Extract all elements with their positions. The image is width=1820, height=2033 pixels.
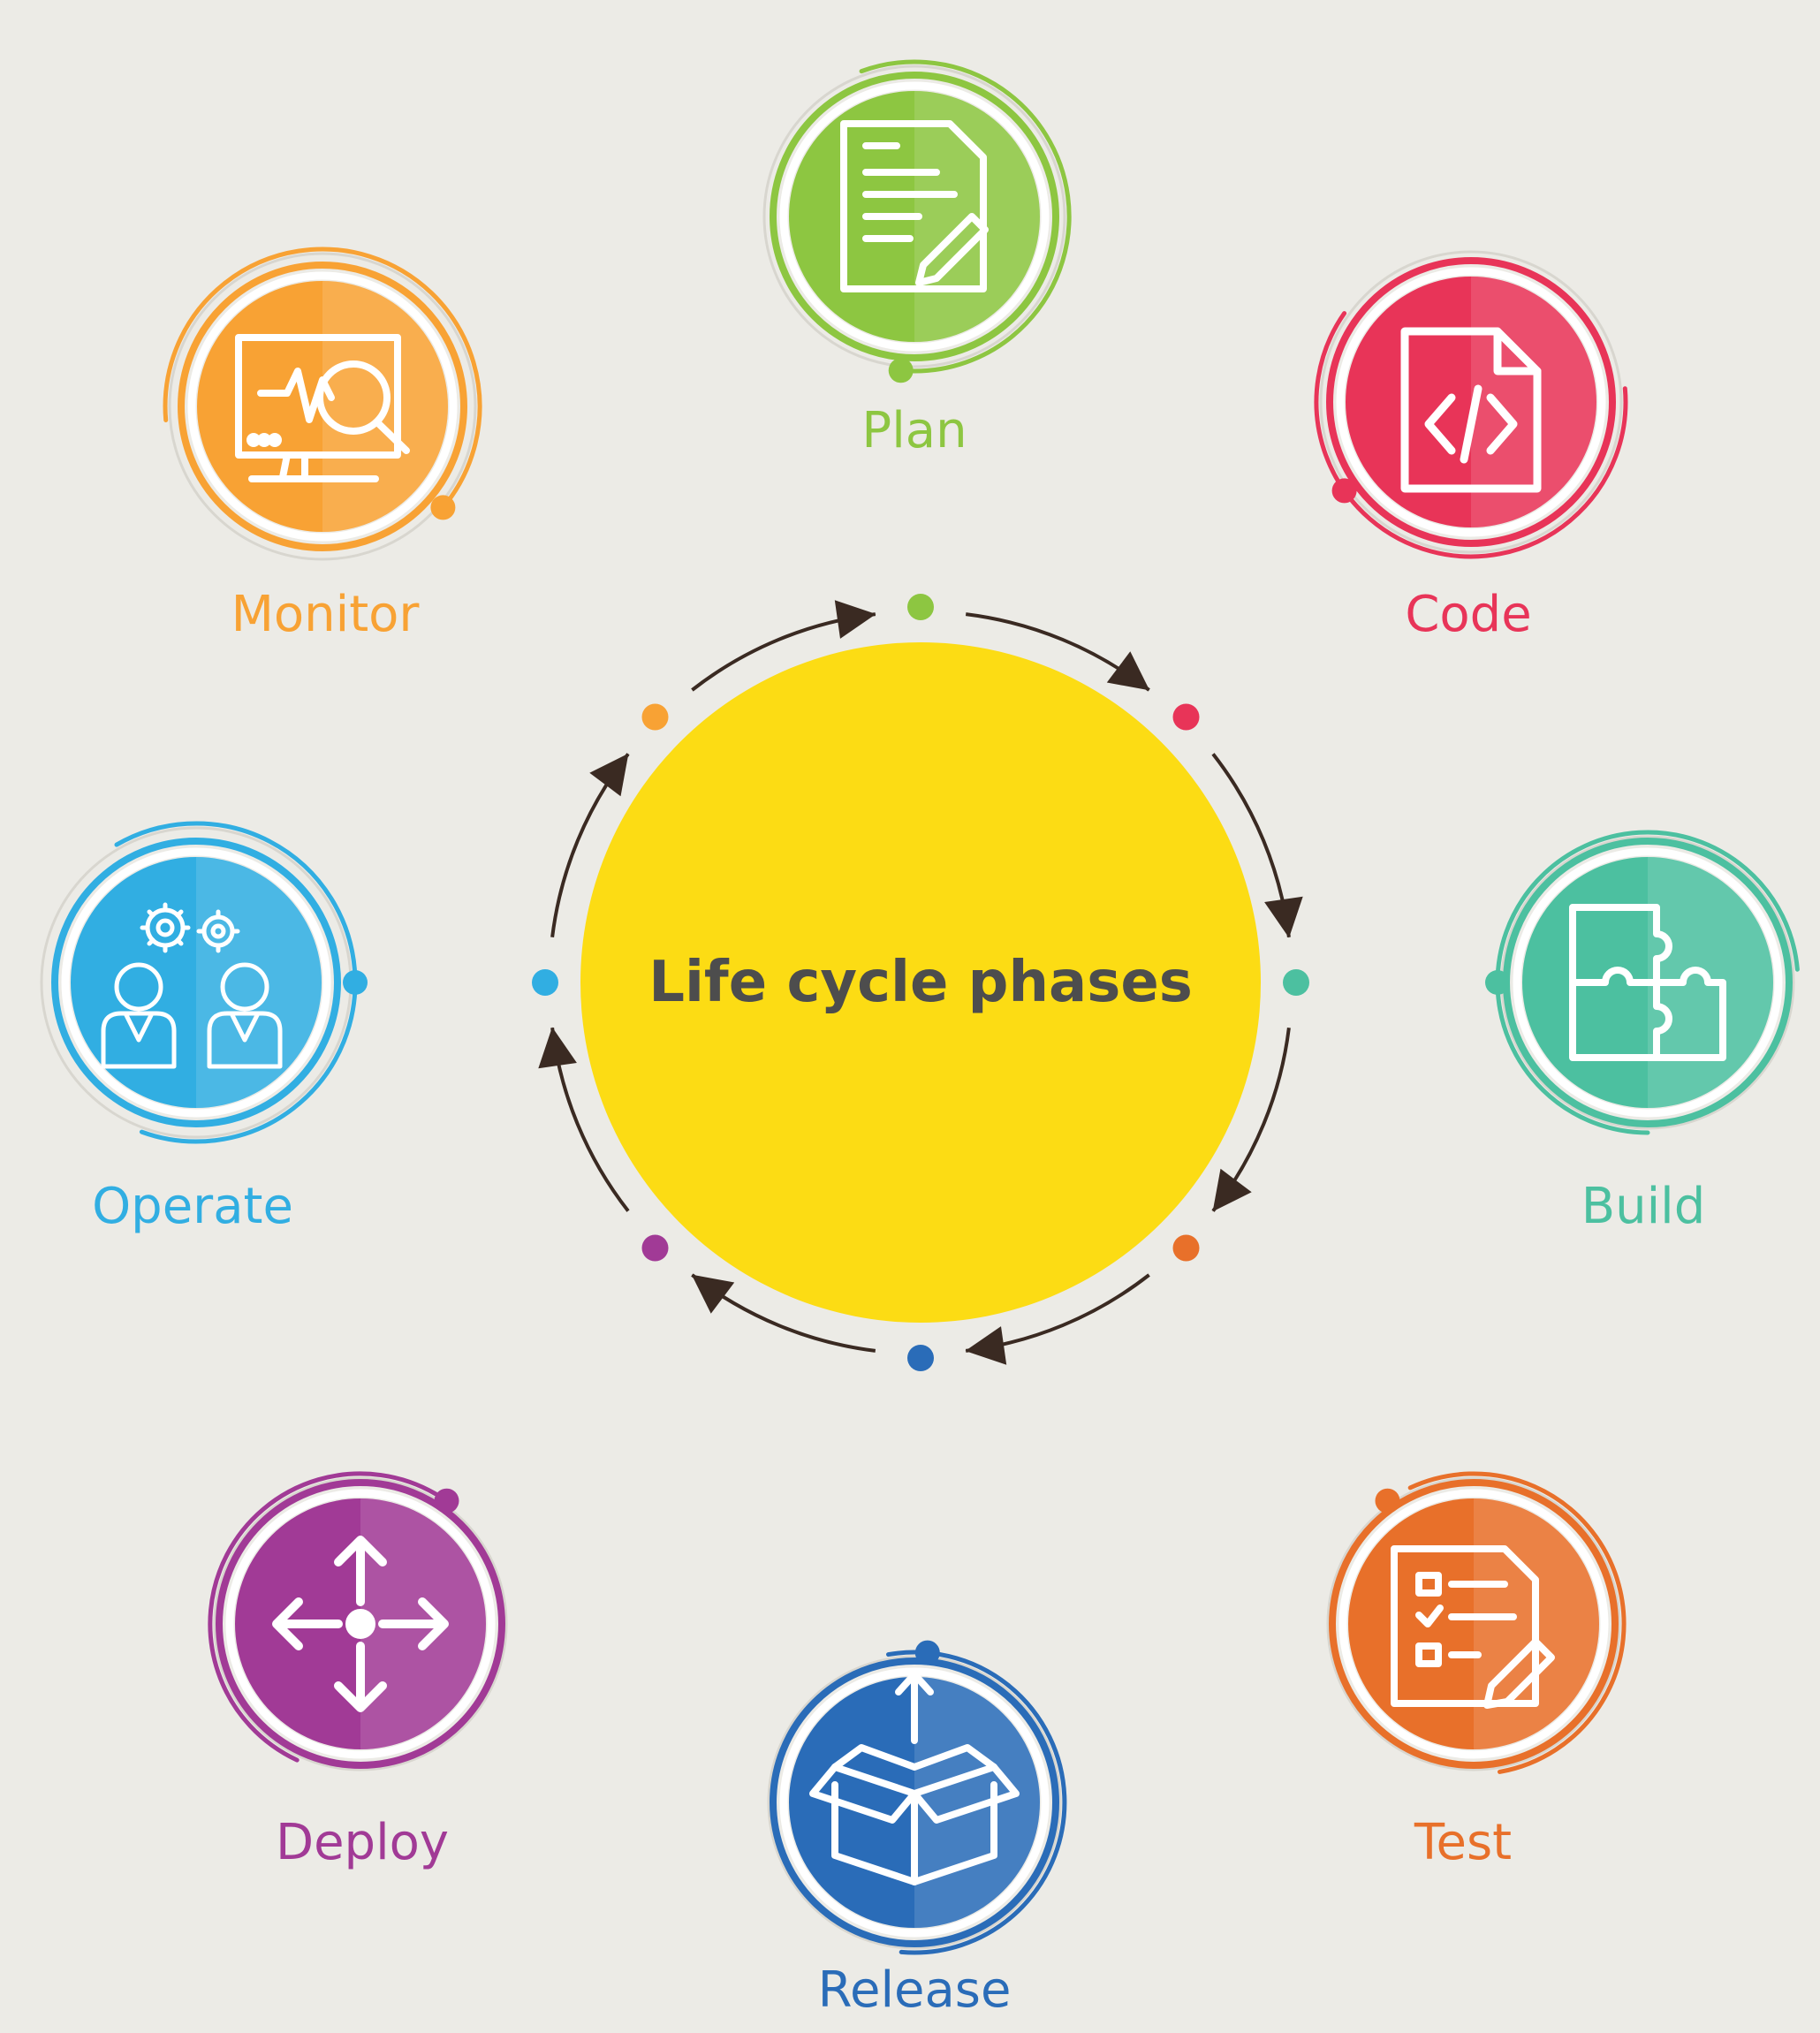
badge-inner-ring bbox=[1336, 267, 1606, 537]
badge-dot bbox=[888, 358, 914, 383]
badge-dot bbox=[1331, 478, 1357, 504]
monitor-search-icon bbox=[235, 334, 410, 482]
badge-ring-shadow bbox=[168, 252, 477, 561]
badge-inner-ring bbox=[187, 271, 458, 542]
move-arrows-icon bbox=[272, 1536, 449, 1712]
badge-dot bbox=[1375, 1488, 1400, 1513]
badge-ring bbox=[1329, 1479, 1619, 1769]
cycle-arrowhead bbox=[834, 600, 876, 639]
phase-label-code: Code bbox=[1405, 586, 1532, 643]
badge-arc bbox=[1407, 1471, 1627, 1774]
cycle-dot bbox=[641, 1234, 669, 1262]
puzzle-icon bbox=[1569, 904, 1726, 1061]
badge-highlight bbox=[914, 91, 1040, 342]
phase-monitor bbox=[163, 247, 482, 561]
badge-ring bbox=[216, 1479, 505, 1769]
cycle-dot bbox=[1172, 703, 1200, 731]
badge-dot bbox=[430, 495, 456, 520]
badge-highlight bbox=[914, 1677, 1040, 1928]
phase-label-operate: Operate bbox=[92, 1178, 293, 1235]
badge-ring-shadow bbox=[767, 1655, 1062, 1950]
open-box-icon bbox=[809, 1671, 1020, 1885]
center-circle bbox=[580, 642, 1261, 1323]
badge-inner-ring bbox=[225, 1489, 496, 1759]
badge-arc bbox=[1314, 311, 1628, 559]
cycle-arrows bbox=[538, 600, 1303, 1365]
badge-inner-ring bbox=[779, 81, 1050, 352]
badge-arc bbox=[1495, 830, 1800, 1135]
cycle-arrowhead bbox=[691, 1274, 735, 1314]
cycle-arrowhead bbox=[1212, 1168, 1252, 1212]
cycle-arrowhead bbox=[538, 1027, 577, 1069]
badge-inner-ring bbox=[1338, 1489, 1609, 1759]
cycle-dot bbox=[1172, 1234, 1200, 1262]
cycle-dot bbox=[907, 594, 934, 620]
phase-label-release: Release bbox=[817, 1961, 1012, 2019]
badge-ring bbox=[1326, 257, 1616, 547]
badge-ring-shadow bbox=[762, 64, 1066, 368]
badge-ring bbox=[770, 1658, 1059, 1947]
badge-arc bbox=[163, 247, 482, 510]
badge-ring-shadow bbox=[1326, 1476, 1621, 1771]
cycle-dots bbox=[532, 594, 1309, 1371]
badge-arc bbox=[114, 821, 358, 1144]
phase-test bbox=[1326, 1471, 1627, 1774]
phase-release bbox=[767, 1640, 1067, 1955]
cycle-arrowhead bbox=[589, 753, 629, 797]
phase-label-plan: Plan bbox=[861, 402, 967, 459]
phase-label-monitor: Monitor bbox=[231, 586, 420, 643]
badge-ring-shadow bbox=[1319, 250, 1623, 554]
phase-operate bbox=[40, 821, 368, 1144]
code-file-icon bbox=[1400, 327, 1542, 493]
badge-arc bbox=[886, 1650, 1067, 1955]
phase-code bbox=[1314, 250, 1628, 559]
badge-inner-ring bbox=[1513, 847, 1783, 1118]
cycle-dot bbox=[907, 1345, 934, 1371]
checklist-icon bbox=[1391, 1545, 1555, 1709]
badge-dot bbox=[343, 970, 368, 995]
diagram-title: Life cycle phases bbox=[648, 950, 1193, 1015]
phase-label-test: Test bbox=[1414, 1814, 1513, 1871]
badge-arc bbox=[859, 59, 1072, 374]
badge-ring-shadow bbox=[213, 1476, 508, 1771]
cycle-arrowhead bbox=[1264, 896, 1303, 938]
phase-deploy bbox=[208, 1471, 508, 1771]
badge-dot bbox=[1485, 970, 1510, 995]
cycle-arrowhead bbox=[1106, 651, 1150, 691]
cycle-dot bbox=[532, 969, 558, 996]
phase-label-deploy: Deploy bbox=[275, 1814, 450, 1871]
badge-ring bbox=[51, 838, 341, 1127]
cycle-dot bbox=[1283, 969, 1309, 996]
phase-label-build: Build bbox=[1581, 1178, 1706, 1235]
cycle-arrowhead bbox=[965, 1326, 1007, 1365]
cycle-dot bbox=[641, 703, 669, 731]
team-gears-icon bbox=[101, 902, 283, 1069]
badge-dot bbox=[914, 1640, 940, 1665]
badge-arc bbox=[208, 1471, 438, 1763]
phase-build bbox=[1485, 830, 1800, 1135]
badge-dot bbox=[434, 1488, 459, 1513]
badge-ring bbox=[178, 262, 467, 551]
badge-fill bbox=[71, 857, 322, 1108]
phase-plan bbox=[762, 59, 1072, 383]
badge-inner-ring bbox=[61, 847, 331, 1118]
badge-ring bbox=[770, 72, 1059, 361]
document-pencil-icon bbox=[840, 120, 989, 292]
